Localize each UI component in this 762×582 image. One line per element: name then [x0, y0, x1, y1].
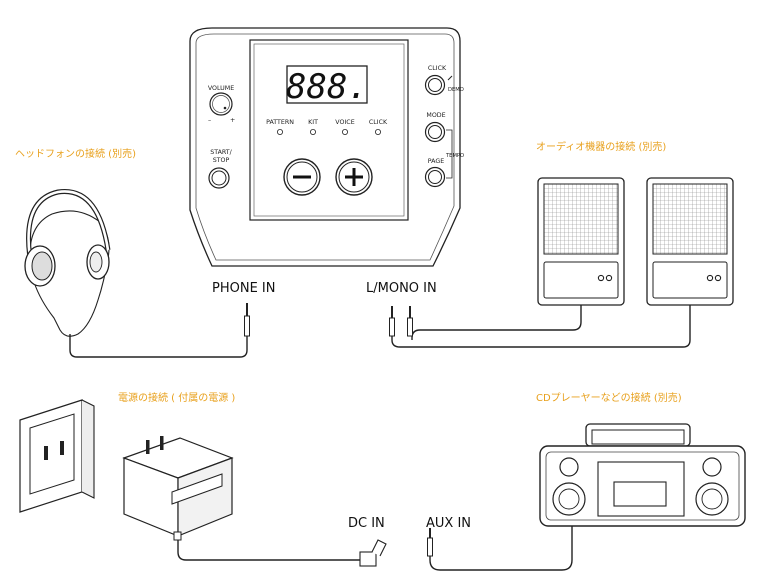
title-audio-equipment: オーディオ機器の接続 (別売) — [536, 140, 666, 153]
volume-min-label: – — [208, 117, 211, 124]
led-label-pattern: PATTERN — [266, 119, 294, 126]
led-display: 888. — [286, 65, 368, 107]
drum-module: 888. PATTERN KIT VOICE CLICK — [189, 27, 464, 267]
jack-aux-in-label: AUX IN — [426, 516, 471, 531]
aux-cable — [429, 526, 573, 571]
dc-plug — [359, 539, 387, 567]
speaker-left — [537, 177, 625, 306]
headphones-icon — [24, 189, 111, 337]
speaker-right — [646, 177, 734, 306]
dc-cable — [177, 540, 362, 561]
phone-plug — [244, 303, 250, 337]
ac-adapter-icon — [122, 436, 234, 541]
plus-button[interactable] — [335, 158, 373, 196]
page-label: PAGE — [428, 158, 444, 165]
click-label: CLICK — [428, 65, 447, 72]
minus-button-icon — [293, 175, 311, 179]
minus-button[interactable] — [283, 158, 321, 196]
demo-label: DEMO — [448, 87, 464, 93]
mono-plugs — [389, 306, 413, 337]
tempo-label: TEMPO — [445, 153, 464, 159]
display-readout: 888. — [286, 67, 368, 107]
led-click — [374, 128, 381, 135]
led-kit — [309, 128, 316, 135]
title-headphones: ヘッドフォンの接続 (別売) — [15, 147, 136, 160]
audio-cable-left — [411, 305, 582, 340]
led-pattern — [276, 128, 283, 135]
headphone-cable — [69, 334, 248, 358]
jack-mono-in-label: L/MONO IN — [366, 281, 437, 296]
cd-player-icon — [539, 423, 746, 527]
tempo-bracket — [446, 129, 453, 179]
status-leds: PATTERN KIT VOICE CLICK — [266, 119, 388, 135]
audio-cable-right — [391, 305, 691, 348]
title-cd-player: CDプレーヤーなどの接続 (別売) — [536, 391, 682, 404]
mode-button[interactable]: MODE — [424, 112, 446, 143]
stop-label: STOP — [213, 157, 230, 164]
start-stop-button[interactable]: START/ STOP — [208, 149, 233, 189]
led-label-voice: VOICE — [335, 119, 354, 126]
power-outlet-icon — [19, 399, 95, 513]
page-button[interactable]: PAGE — [424, 158, 446, 188]
speaker-icon — [537, 177, 734, 306]
volume-knob[interactable]: VOLUME – + — [208, 85, 235, 124]
jack-phone-in-label: PHONE IN — [212, 281, 275, 296]
volume-label: VOLUME — [208, 85, 234, 92]
title-power: 電源の接続 ( 付属の電源 ) — [118, 391, 235, 404]
start-label: START/ — [210, 149, 232, 156]
mode-label: MODE — [426, 112, 445, 119]
led-label-kit: KIT — [308, 119, 318, 126]
volume-max-label: + — [230, 117, 235, 124]
plus-button-icon — [345, 168, 363, 186]
led-voice — [341, 128, 348, 135]
aux-plug — [427, 528, 433, 557]
led-label-click: CLICK — [369, 119, 388, 126]
jack-dc-in-label: DC IN — [348, 516, 385, 531]
click-button[interactable]: CLICK DEMO — [424, 65, 464, 96]
